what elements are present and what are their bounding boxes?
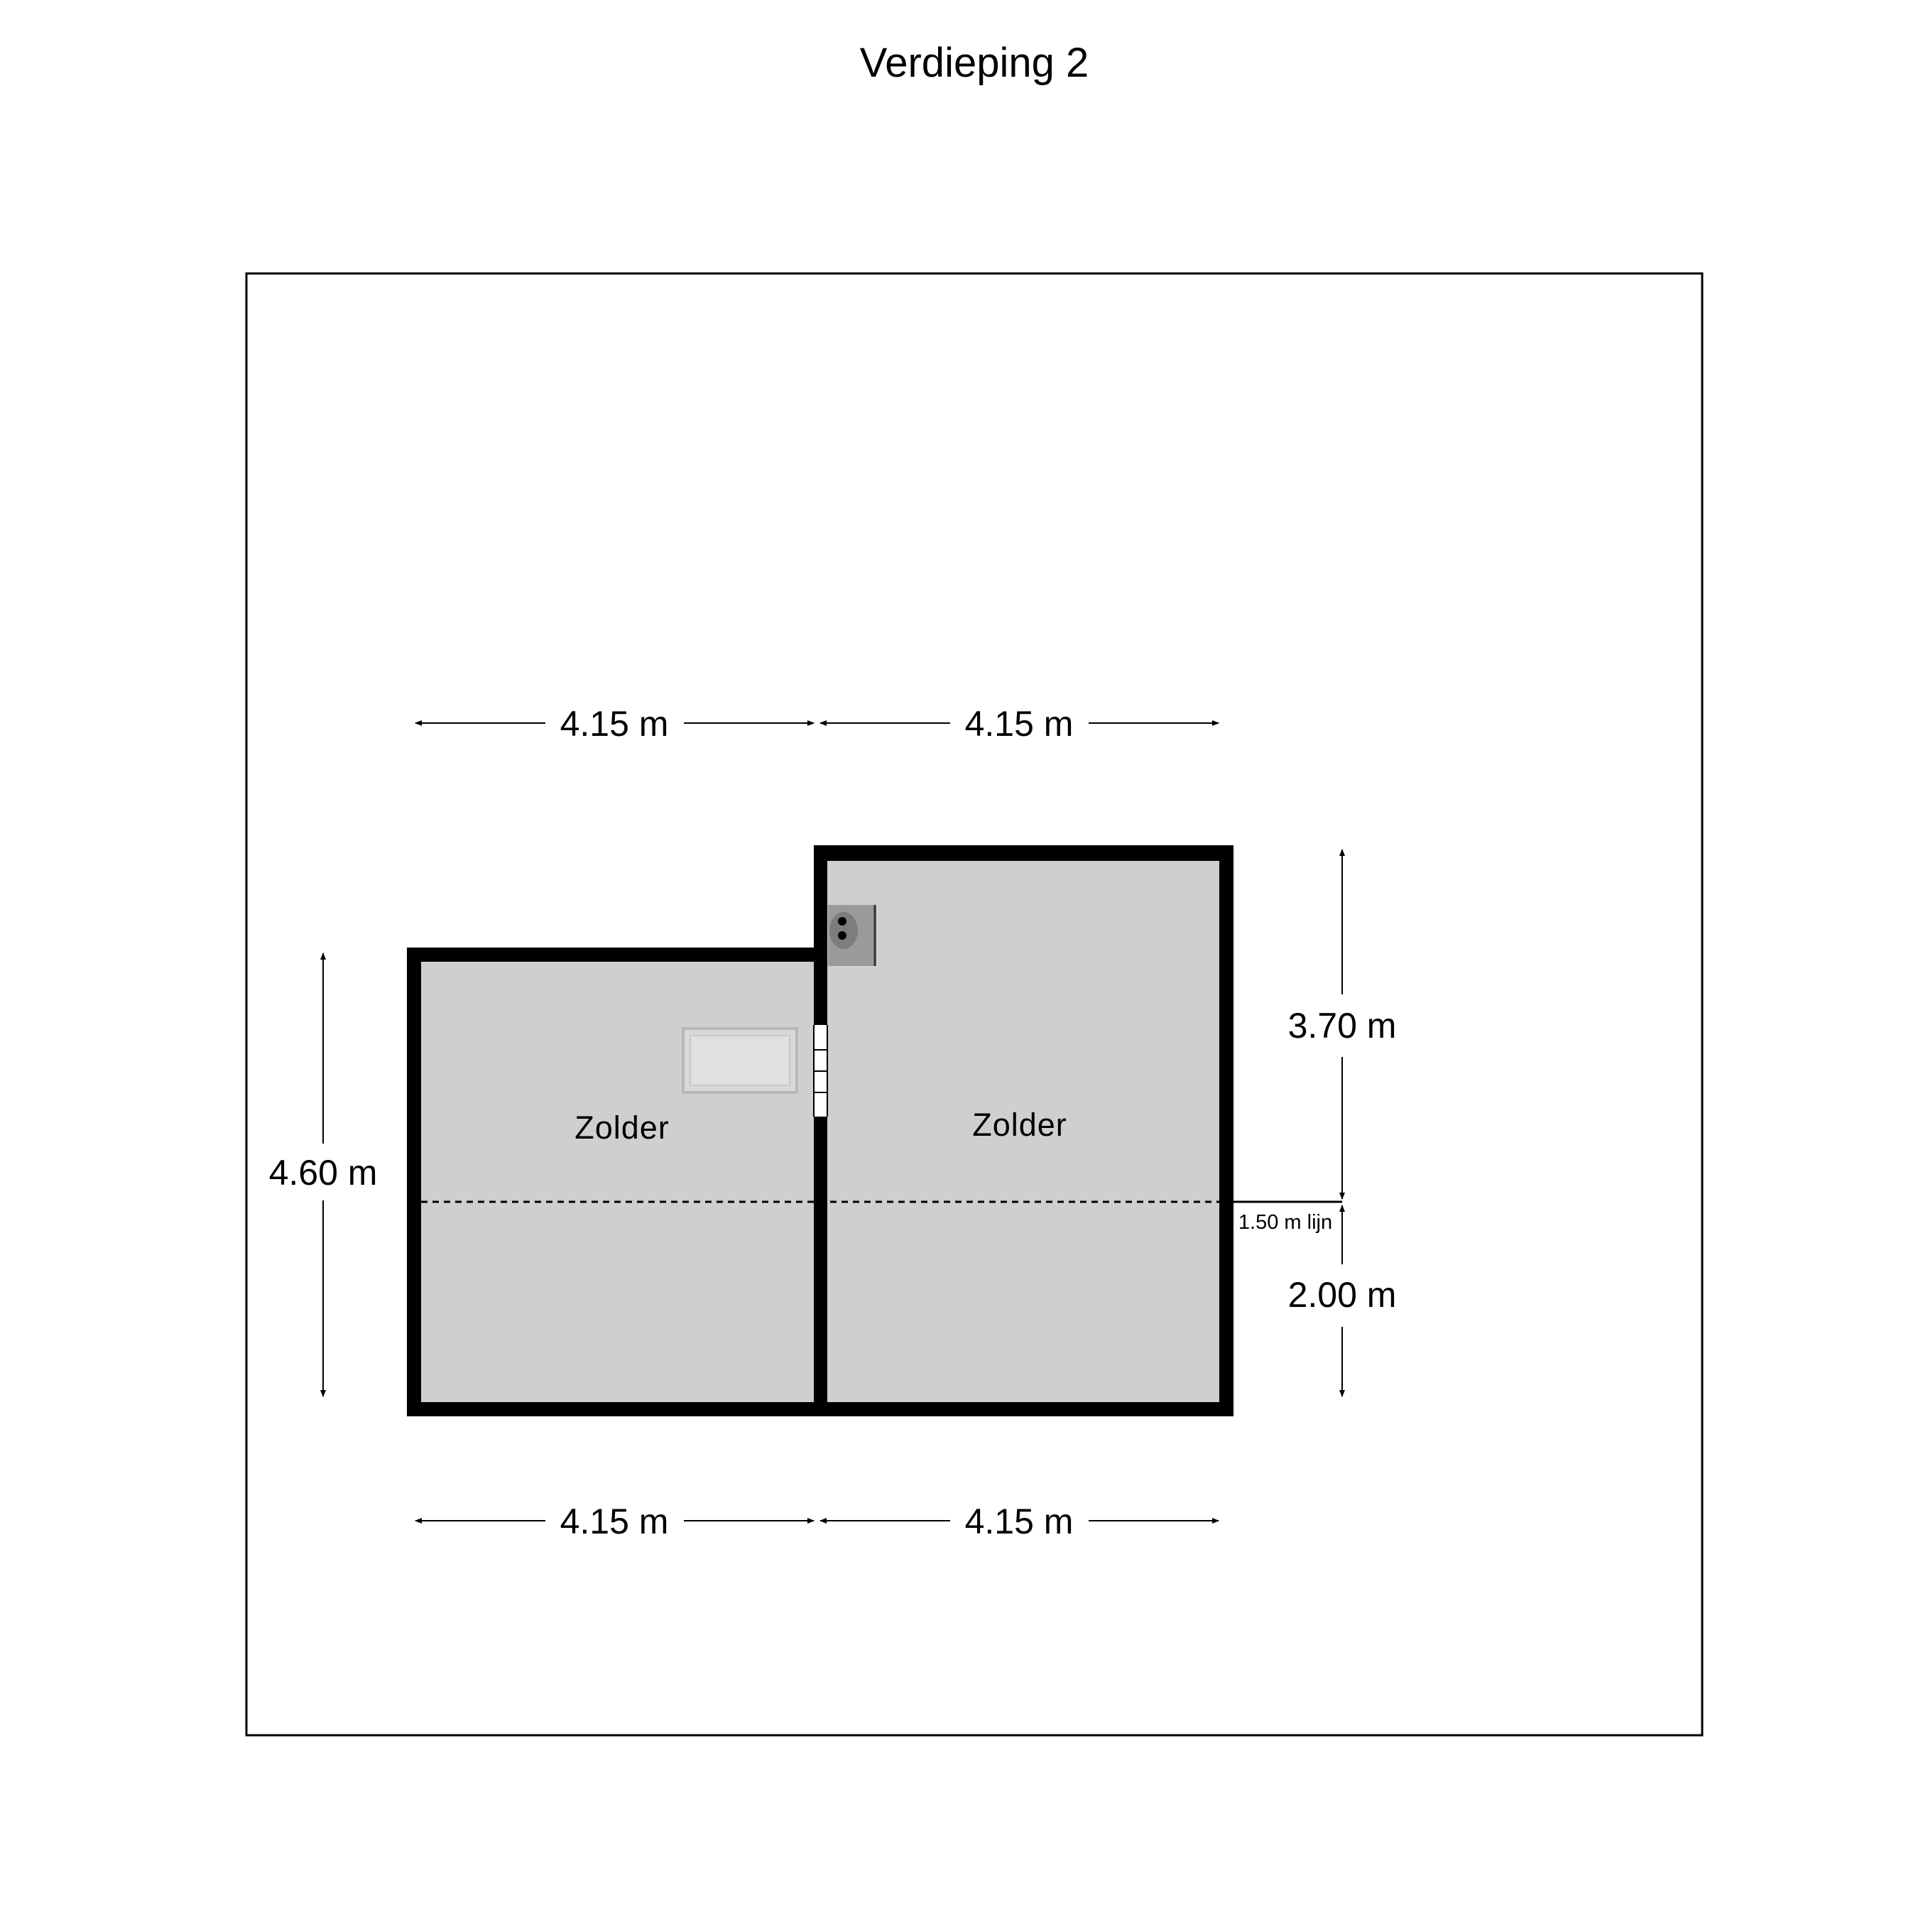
boiler-icon bbox=[828, 905, 876, 966]
dimension-top-right-label: 4.15 m bbox=[965, 704, 1074, 744]
dimension-left-label: 4.60 m bbox=[269, 1153, 378, 1193]
dimension-right-upper-label: 3.70 m bbox=[1288, 1006, 1397, 1046]
wall-right-top bbox=[814, 845, 1233, 861]
wall-left-outer bbox=[407, 948, 421, 1416]
room-floor-right bbox=[827, 861, 1219, 1406]
doorway bbox=[813, 1025, 828, 1117]
dimension-right-lower-label: 2.00 m bbox=[1288, 1275, 1397, 1315]
wall-right-outer bbox=[1219, 845, 1233, 1416]
plot-frame bbox=[245, 272, 1704, 1737]
room-label-right: Zolder bbox=[972, 1107, 1067, 1143]
wall-middle-lower bbox=[814, 1117, 827, 1416]
wall-middle-upper bbox=[814, 845, 827, 1025]
room-label-left: Zolder bbox=[574, 1109, 670, 1146]
page-title: Verdieping 2 bbox=[860, 40, 1089, 86]
room-floor-left bbox=[421, 960, 817, 1406]
dimension-top-left-label: 4.15 m bbox=[560, 704, 669, 744]
height-line-label: 1.50 m lijn bbox=[1238, 1211, 1332, 1234]
wall-left-top bbox=[407, 948, 824, 962]
dimension-bottom-right-label: 4.15 m bbox=[965, 1502, 1074, 1541]
skylight-hatch bbox=[682, 1027, 798, 1094]
dimension-bottom-left-label: 4.15 m bbox=[560, 1502, 669, 1541]
walls bbox=[407, 845, 1233, 1416]
